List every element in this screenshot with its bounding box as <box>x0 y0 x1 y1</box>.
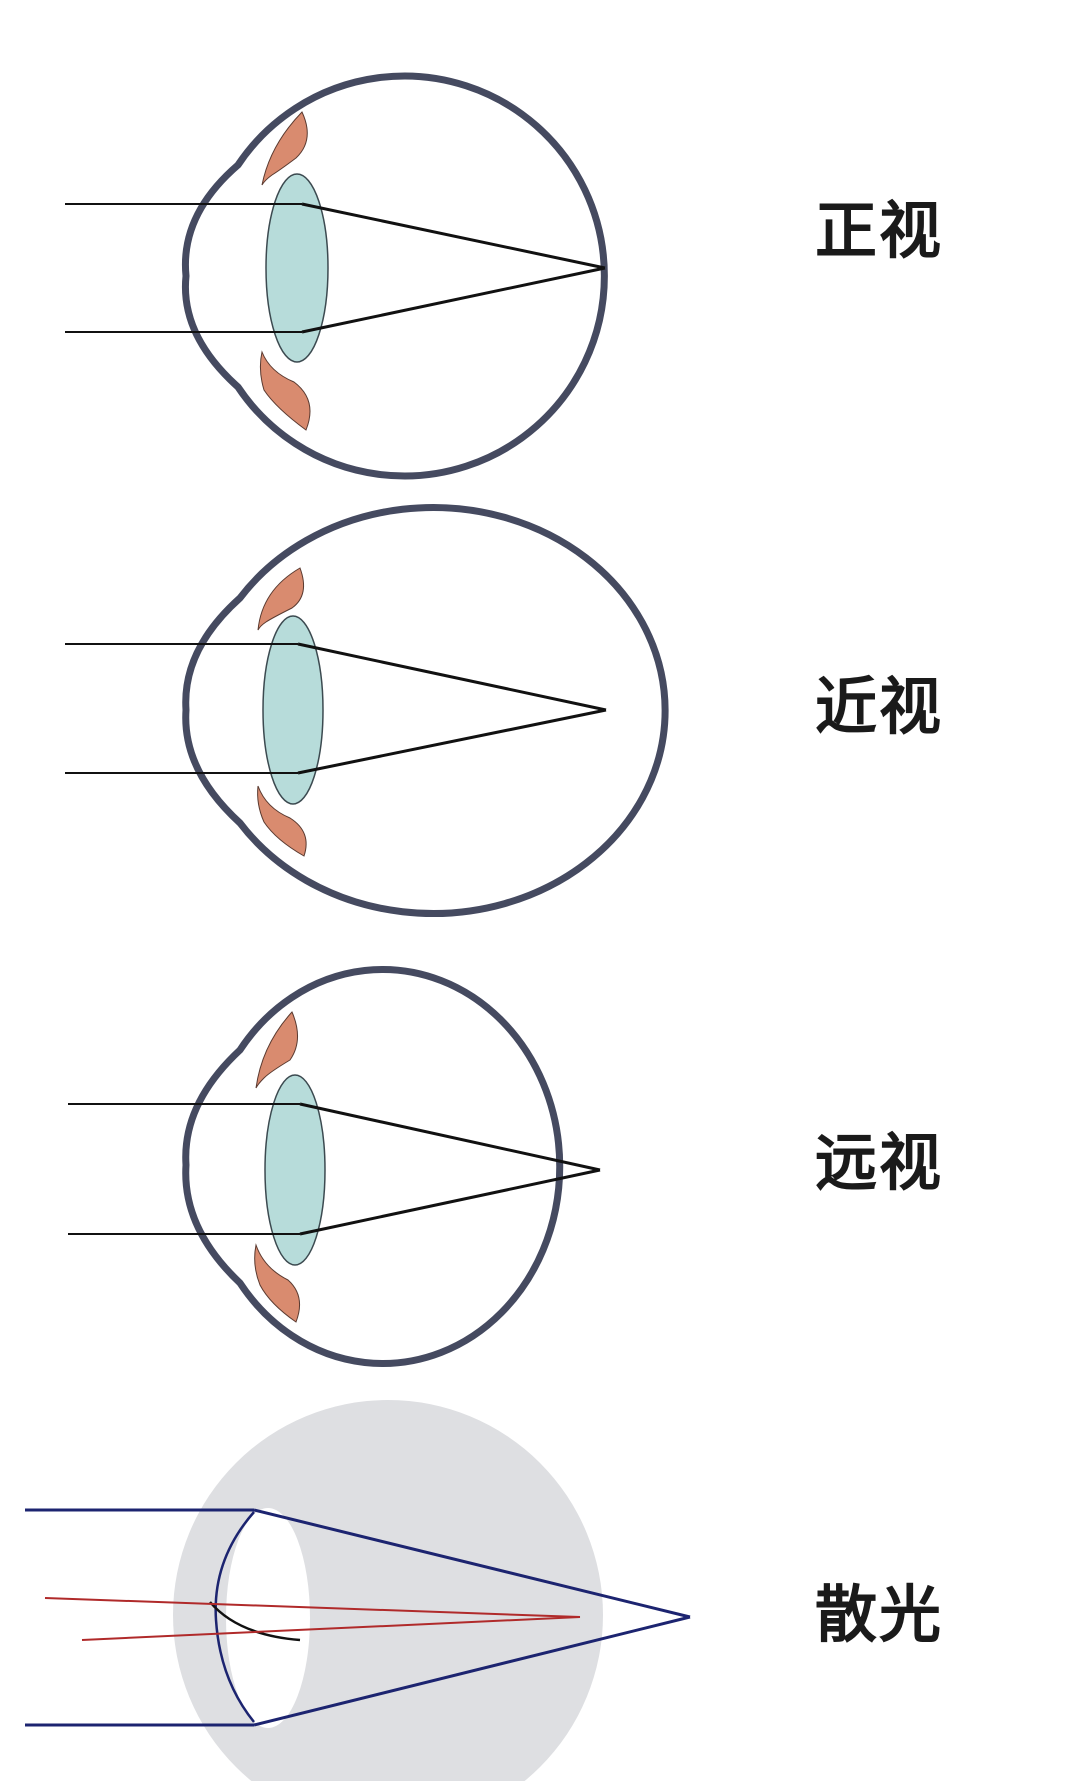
label-emmetropia: 正视 <box>815 194 944 267</box>
astigmatic-eye <box>25 1400 691 1781</box>
normal-eye <box>65 72 608 480</box>
myopic-eye-iris-top <box>257 567 305 631</box>
label-hyperopia: 远视 <box>815 1126 944 1199</box>
myopic-eye-ray-bottom-refracted <box>297 708 607 775</box>
astigmatic-eye-inner-rays <box>44 1597 581 1641</box>
hyperopic-eye-ray-top-refracted <box>299 1102 601 1172</box>
myopic-eye <box>65 504 669 917</box>
normal-eye-ray-top-refracted <box>301 202 606 270</box>
astigmatic-eye-outer-rays <box>25 1508 691 1727</box>
hyperopic-eye-lens <box>264 1074 326 1266</box>
normal-eye-wall <box>181 72 608 480</box>
myopic-eye-rays <box>65 642 607 775</box>
myopic-eye-iris-bottom <box>257 785 307 857</box>
astigmatic-eye-pupil-area <box>226 1508 310 1728</box>
hyperopic-eye-iris-bottom <box>254 1243 301 1323</box>
hyperopic-eye-ray-bottom-refracted <box>299 1168 601 1236</box>
normal-eye-iris-top <box>261 111 308 186</box>
astigmatic-eye-outer-ray-top-refracted <box>253 1508 691 1619</box>
normal-eye-ray-bottom-refracted <box>301 266 606 334</box>
label-astigmatism: 散光 <box>815 1578 944 1651</box>
myopic-eye-wall <box>182 504 669 917</box>
astigmatic-eye-outer-ray-bottom-refracted <box>253 1615 691 1727</box>
hyperopic-eye <box>68 966 601 1367</box>
astigmatic-eye-lens-curve <box>209 1601 301 1642</box>
normal-eye-rays <box>65 202 606 334</box>
hyperopic-eye-wall <box>182 966 564 1367</box>
label-myopia: 近视 <box>815 670 944 743</box>
myopic-eye-lens <box>262 615 324 805</box>
normal-eye-iris-bottom <box>259 350 311 431</box>
myopic-eye-ray-top-refracted <box>297 642 607 712</box>
astigmatic-eye-inner-ray-bottom <box>81 1616 581 1641</box>
astigmatic-eye-inner-ray-top <box>44 1597 581 1618</box>
normal-eye-lens <box>265 173 329 363</box>
astigmatic-eye-cornea <box>214 1511 255 1723</box>
hyperopic-eye-iris-top <box>255 1011 298 1089</box>
hyperopic-eye-rays <box>68 1102 601 1236</box>
